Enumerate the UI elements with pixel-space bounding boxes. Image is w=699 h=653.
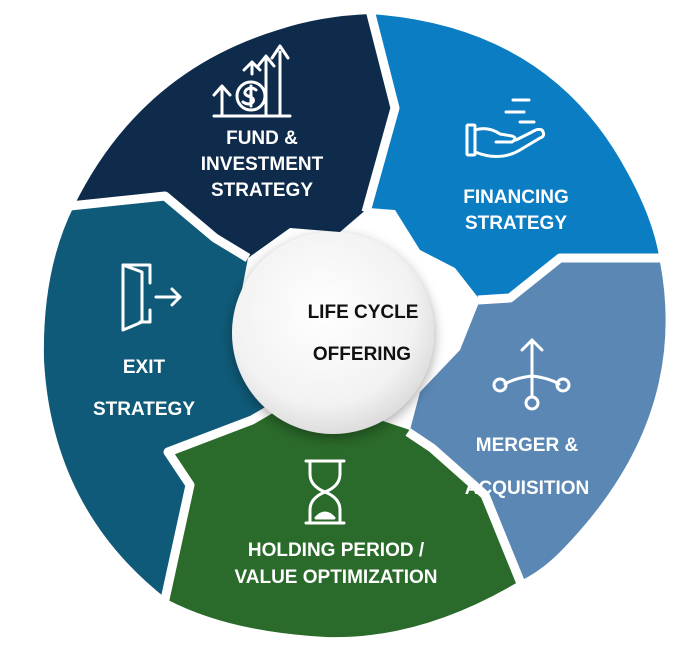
holding-label-line2: VALUE OPTIMIZATION <box>234 567 437 588</box>
exit-label-line2: STRATEGY <box>93 399 195 420</box>
segment-exit <box>43 196 275 600</box>
fund-label-line2: INVESTMENT <box>201 154 324 175</box>
center-title-line1: LIFE CYCLE <box>308 302 419 323</box>
financing-label-line1: FINANCING <box>463 187 569 208</box>
exit-label-line1: EXIT <box>123 357 166 378</box>
fund-label-line1: FUND & <box>226 128 298 149</box>
financing-label-line2: STRATEGY <box>465 213 567 234</box>
holding-label-line1: HOLDING PERIOD / <box>248 540 425 561</box>
center-circle <box>232 232 434 434</box>
segment-separators <box>69 8 664 605</box>
money-growth-icon <box>212 44 292 118</box>
segment-holding <box>168 405 518 638</box>
exit-door-icon <box>121 263 182 332</box>
segment-merger <box>410 258 666 582</box>
hand-coins-icon <box>465 98 546 158</box>
center-title-line2: OFFERING <box>313 344 411 365</box>
merge-arrow-icon <box>492 338 571 411</box>
fund-label-line3: STRATEGY <box>211 180 313 201</box>
merger-label-line1: MERGER & <box>476 435 579 456</box>
merger-label-line2: ACQUISITION <box>465 478 590 499</box>
hourglass-icon <box>304 459 346 525</box>
segment-financing <box>368 14 660 300</box>
